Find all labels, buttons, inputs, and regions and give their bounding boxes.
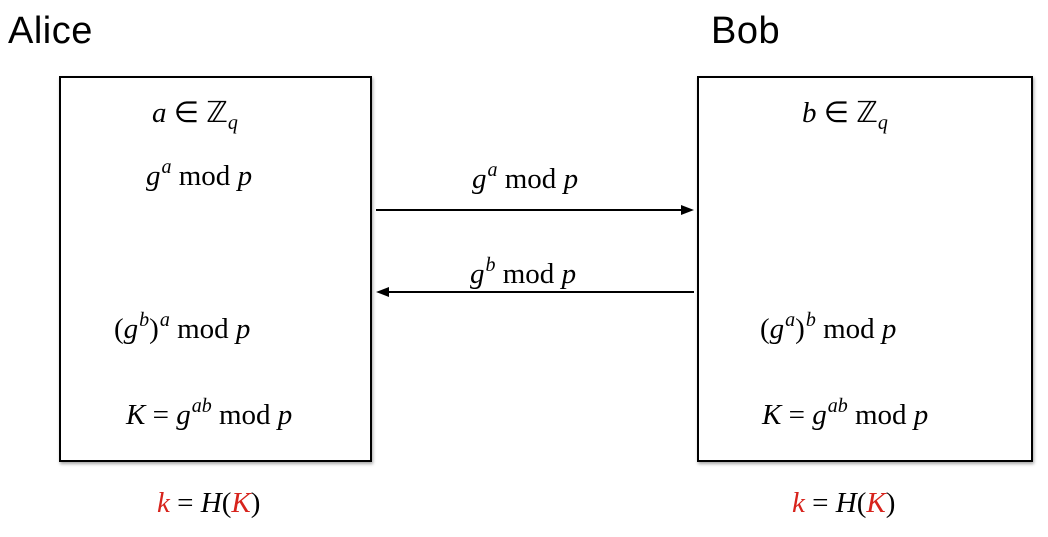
paren-close: ): [795, 313, 805, 345]
element-of-symbol: ∈: [823, 97, 850, 129]
base: g: [123, 313, 139, 345]
bob-secret-var: b: [802, 97, 817, 129]
exponent: b: [485, 254, 496, 276]
message-to-alice: gb mod p: [470, 255, 577, 290]
modulus: p: [561, 258, 577, 290]
alice-secret: a ∈ ℤq: [152, 99, 238, 133]
base: g: [146, 160, 161, 192]
paren-close: ): [250, 487, 261, 519]
equals: =: [788, 399, 805, 431]
bob-combine: (ga)b mod p: [760, 310, 897, 345]
integers-mod-set: ℤ: [206, 97, 228, 129]
paren-close: ): [149, 313, 159, 345]
equals: =: [177, 487, 194, 519]
alice-secret-var: a: [152, 97, 167, 129]
session-key: k: [157, 487, 170, 519]
inner-exponent: a: [785, 309, 796, 331]
shared-key: K: [126, 399, 146, 431]
base: g: [470, 258, 485, 290]
equals: =: [152, 399, 169, 431]
paren-close: ): [885, 487, 896, 519]
modulus: p: [881, 313, 897, 345]
message-to-bob: ga mod p: [472, 160, 579, 195]
integers-mod-set: ℤ: [856, 97, 878, 129]
base: g: [812, 399, 827, 431]
modulus: p: [913, 399, 929, 431]
element-of-symbol: ∈: [173, 97, 200, 129]
modulus: p: [237, 160, 253, 192]
paren-open: (: [856, 487, 867, 519]
exponent: ab: [827, 395, 848, 417]
mod-operator: mod: [823, 313, 875, 345]
bob-title: Bob: [711, 10, 781, 52]
shared-key: K: [231, 487, 251, 519]
base: g: [472, 163, 487, 195]
arrow-to-alice: [376, 287, 694, 297]
outer-exponent: a: [159, 309, 170, 331]
mod-operator: mod: [854, 399, 907, 431]
paren-open: (: [760, 313, 770, 345]
hash-function: H: [200, 487, 222, 519]
mod-operator: mod: [218, 399, 271, 431]
outer-exponent: b: [805, 309, 816, 331]
modulus: p: [563, 163, 579, 195]
exponent: a: [161, 156, 172, 178]
set-subscript: q: [877, 111, 888, 134]
base: g: [176, 399, 191, 431]
shared-key: K: [866, 487, 886, 519]
alice-box: [59, 76, 372, 462]
bob-derive: k = H(K): [792, 489, 895, 518]
base: g: [769, 313, 785, 345]
inner-exponent: b: [139, 309, 150, 331]
hash-function: H: [835, 487, 857, 519]
shared-key: K: [762, 399, 782, 431]
arrow-to-bob: [376, 205, 694, 215]
bob-key: K = gab mod p: [762, 396, 929, 431]
mod-operator: mod: [178, 160, 231, 192]
bob-box: [697, 76, 1033, 462]
mod-operator: mod: [177, 313, 229, 345]
exponent: a: [487, 159, 498, 181]
modulus: p: [235, 313, 251, 345]
modulus: p: [277, 399, 293, 431]
alice-derive: k = H(K): [157, 489, 260, 518]
paren-open: (: [221, 487, 232, 519]
alice-key: K = gab mod p: [126, 396, 293, 431]
alice-public-value: ga mod p: [146, 157, 253, 192]
bob-secret: b ∈ ℤq: [802, 99, 888, 133]
mod-operator: mod: [504, 163, 557, 195]
mod-operator: mod: [502, 258, 555, 290]
exponent: ab: [191, 395, 212, 417]
alice-title: Alice: [8, 10, 93, 52]
paren-open: (: [114, 313, 124, 345]
set-subscript: q: [227, 111, 238, 134]
equals: =: [812, 487, 829, 519]
session-key: k: [792, 487, 805, 519]
alice-combine: (gb)a mod p: [114, 310, 251, 345]
